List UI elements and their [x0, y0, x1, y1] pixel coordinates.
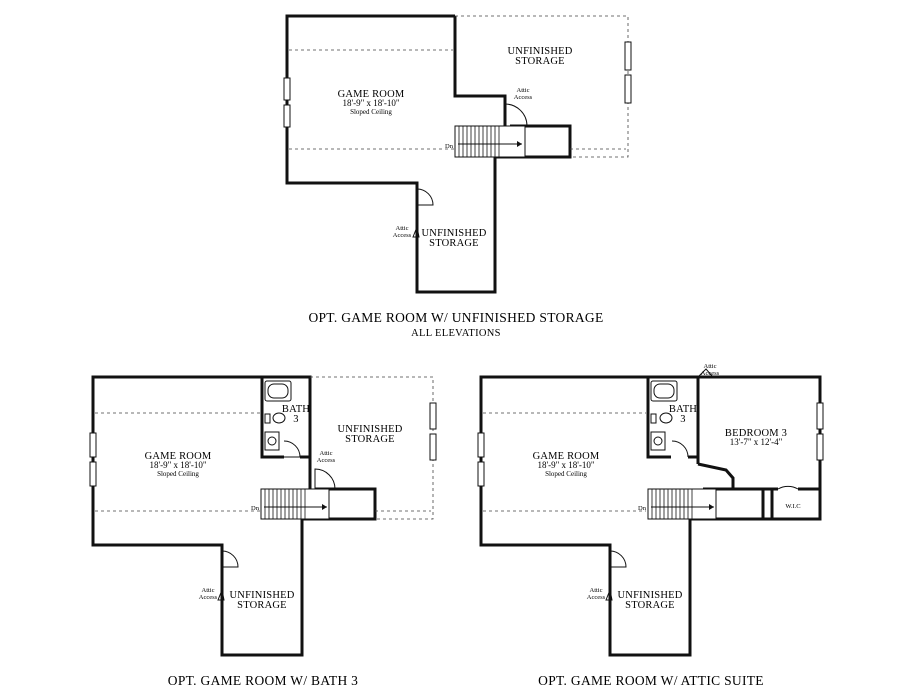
window-left-1 — [89, 432, 97, 458]
attic-hatch-top — [696, 368, 715, 378]
game-room-note: Sloped Ceiling — [350, 108, 392, 116]
game-room-name: GAME ROOM — [338, 89, 405, 100]
attic-lower-line1: Attic — [396, 225, 409, 232]
attic-upper-line2: Access — [514, 94, 533, 101]
game-room-dims: 18'-9" x 18'-10" — [149, 460, 206, 470]
toilet-tank — [650, 413, 657, 424]
plan-bath-3: GAME ROOM 18'-9" x 18'-10" Sloped Ceilin… — [89, 375, 437, 688]
attic-top-line1: Attic — [704, 363, 717, 370]
toilet-bowl — [659, 412, 673, 424]
window-left-1 — [477, 432, 485, 458]
game-room-walls — [479, 375, 765, 657]
vanity — [264, 431, 280, 451]
bath-door — [283, 440, 301, 458]
stair — [454, 125, 526, 158]
bedroom-name: BEDROOM 3 — [725, 428, 787, 439]
bath-line2: 3 — [680, 414, 685, 425]
attic-lower-line2: Access — [587, 594, 606, 601]
stair — [260, 488, 330, 520]
attic-lower-line1: Attic — [590, 587, 603, 594]
toilet-bowl — [272, 412, 286, 424]
bath-line1: BATH — [282, 404, 310, 415]
storage-door-lower — [609, 550, 627, 568]
sink — [653, 436, 663, 446]
window-right-1 — [429, 402, 437, 430]
storage-door-lower — [416, 188, 434, 206]
storage-door-lower — [221, 550, 239, 568]
storage-lower-line1: UNFINISHED — [230, 590, 295, 601]
attic-lower-line1: Attic — [202, 587, 215, 594]
window-right-2 — [429, 433, 437, 461]
plan-unfinished-storage: GAME ROOM 18'-9" x 18'-10" Sloped Ceilin… — [283, 14, 632, 339]
plan-caption: OPT. GAME ROOM W/ ATTIC SUITE — [538, 673, 764, 688]
bathtub-basin — [267, 383, 289, 399]
plan-caption: OPT. GAME ROOM W/ UNFINISHED STORAGE — [308, 310, 603, 325]
game-room-inner-wall — [453, 16, 507, 126]
bath-door — [671, 440, 689, 458]
wic-door — [777, 485, 799, 490]
bathtub-basin — [653, 383, 675, 399]
window-left-2 — [89, 461, 97, 487]
attic-lower-line2: Access — [199, 594, 218, 601]
window-left-1 — [283, 77, 291, 101]
bath-line2: 3 — [293, 414, 298, 425]
stair-label: Dn — [638, 505, 647, 512]
game-room-note: Sloped Ceiling — [157, 470, 199, 478]
plan-attic-suite: GAME ROOM 18'-9" x 18'-10" Sloped Ceilin… — [477, 363, 824, 688]
bedroom-dims: 13'-7" x 12'-4" — [730, 437, 783, 447]
storage-lower-line2: STORAGE — [237, 600, 287, 611]
plan-subcaption: ALL ELEVATIONS — [411, 328, 501, 339]
storage-lower-line1: UNFINISHED — [422, 228, 487, 239]
storage-dashed-outline — [455, 15, 629, 158]
storage-lower-line2: STORAGE — [429, 238, 479, 249]
storage-upper-line2: STORAGE — [345, 434, 395, 445]
bathtub — [264, 380, 292, 402]
attic-door-upper — [314, 468, 336, 490]
toilet-tank — [264, 413, 271, 424]
attic-hatch-lower — [412, 225, 420, 238]
storage-upper-line1: UNFINISHED — [508, 46, 573, 57]
game-room-name: GAME ROOM — [145, 451, 212, 462]
window-right-1 — [816, 402, 824, 430]
game-room-dims: 18'-9" x 18'-10" — [537, 460, 594, 470]
window-right-2 — [624, 74, 632, 104]
game-room-name: GAME ROOM — [533, 451, 600, 462]
attic-hatch-lower — [605, 588, 613, 601]
attic-upper-line2: Access — [317, 457, 336, 464]
stair-label: Dn — [445, 143, 454, 150]
bathtub — [650, 380, 678, 402]
window-left-2 — [283, 104, 291, 128]
attic-top-line2: Access — [701, 370, 720, 377]
sink — [267, 436, 277, 446]
storage-upper-line2: STORAGE — [515, 56, 565, 67]
game-room-walls — [91, 375, 377, 657]
attic-lower-line2: Access — [393, 232, 412, 239]
stair — [647, 488, 717, 520]
storage-lower-line1: UNFINISHED — [618, 590, 683, 601]
stair-label: Dn — [251, 505, 260, 512]
storage-upper-line1: UNFINISHED — [338, 424, 403, 435]
attic-door-upper — [504, 103, 528, 127]
game-room-dims: 18'-9" x 18'-10" — [342, 98, 399, 108]
bath-line1: BATH — [669, 404, 697, 415]
window-left-2 — [477, 461, 485, 487]
attic-upper-line1: Attic — [320, 450, 333, 457]
window-right-1 — [624, 41, 632, 71]
storage-lower-line2: STORAGE — [625, 600, 675, 611]
bath-walls — [260, 375, 312, 489]
window-right-2 — [816, 433, 824, 461]
vanity — [650, 431, 666, 451]
wic-label: W.I.C — [785, 503, 800, 510]
game-room-note: Sloped Ceiling — [545, 470, 587, 478]
attic-hatch-lower — [217, 588, 225, 601]
attic-upper-line1: Attic — [517, 87, 530, 94]
plan-caption: OPT. GAME ROOM W/ BATH 3 — [168, 673, 358, 688]
